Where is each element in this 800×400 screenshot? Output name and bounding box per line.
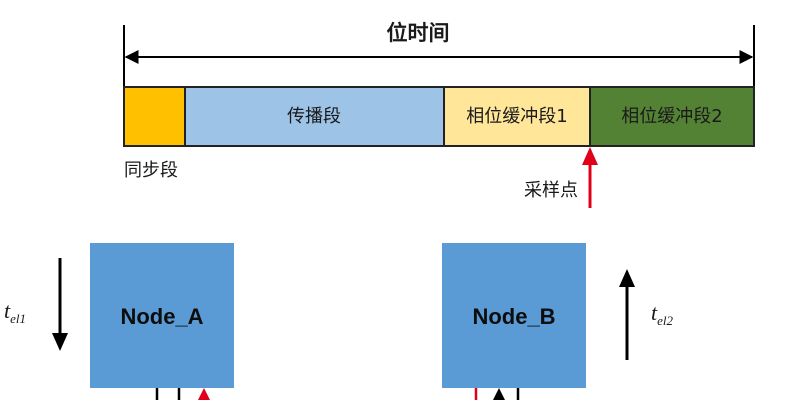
- segment-phase-buffer-1: [443, 86, 591, 147]
- bit-time-title: 位时间: [387, 21, 450, 45]
- delay-b: tel2: [619, 269, 674, 360]
- node-a-red-arrow-icon: [198, 388, 210, 400]
- node-a-label: Node_A: [120, 304, 203, 329]
- node-b: Node_B: [442, 243, 586, 400]
- bit-time-dimension: 位时间: [123, 21, 755, 88]
- segment-phase-buffer-1-label: 相位缓冲段1: [466, 106, 567, 127]
- delay-b-label: tel2: [651, 300, 674, 328]
- segment-propagation-label: 传播段: [287, 106, 341, 127]
- delay-a-arrowhead-icon: [52, 333, 68, 351]
- delay-a-label: tel1: [4, 298, 26, 326]
- node-b-box: [442, 243, 586, 388]
- segment-propagation: [184, 86, 445, 147]
- segment-phase-buffer-2-label: 相位缓冲段2: [621, 106, 722, 127]
- delay-a: tel1: [4, 258, 68, 351]
- sync-segment-label: 同步段: [124, 160, 178, 181]
- node-a: Node_A: [90, 243, 234, 400]
- node-a-box: [90, 243, 234, 388]
- node-b-black-arrow-icon: [493, 388, 505, 400]
- segment-phase-buffer-2: [589, 86, 755, 147]
- sample-point-label: 采样点: [524, 180, 578, 201]
- sample-point-arrowhead-icon: [582, 147, 598, 165]
- node-b-label: Node_B: [472, 304, 555, 329]
- segment-bar: 传播段 相位缓冲段1 相位缓冲段2: [123, 86, 755, 147]
- segment-sync: [123, 86, 186, 147]
- sample-point-marker: 采样点: [524, 147, 598, 208]
- delay-b-arrowhead-icon: [619, 269, 635, 287]
